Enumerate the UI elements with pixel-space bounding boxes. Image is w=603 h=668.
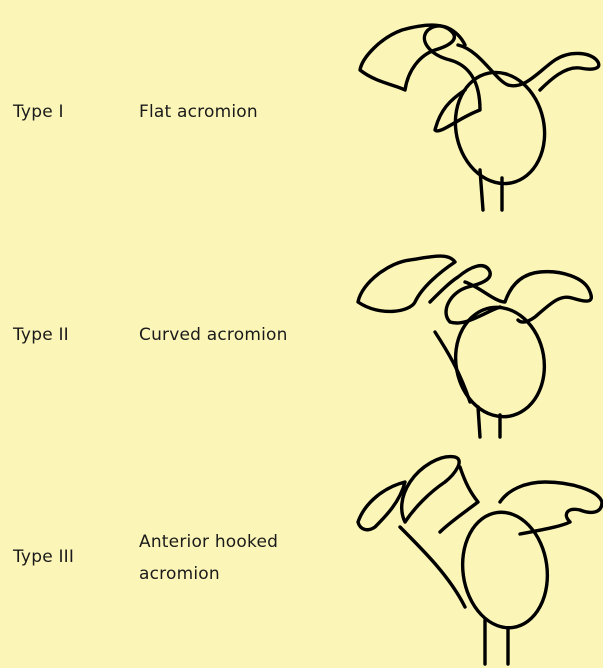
humeral-head [447, 300, 553, 424]
scapula-process [358, 256, 455, 311]
type-3-description-line-1: Anterior hooked [139, 526, 309, 558]
acromion-outline [458, 45, 599, 90]
type-1-description: Flat acromion [139, 96, 309, 128]
scapula-process [358, 482, 405, 530]
glenoid-line [435, 332, 470, 402]
type-1-shoulder-drawing [340, 10, 603, 220]
type-1-label: Type I [13, 102, 64, 122]
humeral-head [455, 507, 554, 634]
type-3-shoulder-drawing [340, 452, 603, 662]
row-type-1: Type I Flat acromion [0, 0, 603, 222]
type-3-shoulder-svg [340, 452, 603, 662]
humerus-shaft-left [478, 407, 480, 437]
row-type-2: Type II Curved acromion [0, 222, 603, 444]
acromion-outline [500, 482, 602, 534]
type-2-description: Curved acromion [139, 319, 309, 351]
row-type-3: Type III Anterior hooked acromion [0, 444, 603, 668]
type-2-shoulder-drawing [340, 232, 603, 442]
clavicle-line [440, 467, 478, 532]
type-1-description-line: Flat acromion [139, 96, 309, 128]
type-3-label: Type III [13, 547, 74, 567]
type-3-description-line-2: acromion [139, 558, 309, 590]
type-2-shoulder-svg [340, 232, 603, 442]
type-1-shoulder-svg [340, 10, 603, 220]
glenoid-line [400, 527, 465, 607]
type-3-description: Anterior hooked acromion [139, 526, 309, 590]
humeral-head [445, 64, 554, 192]
type-2-label: Type II [13, 325, 69, 345]
coracoid-outline [402, 457, 459, 522]
type-2-description-line: Curved acromion [139, 319, 309, 351]
